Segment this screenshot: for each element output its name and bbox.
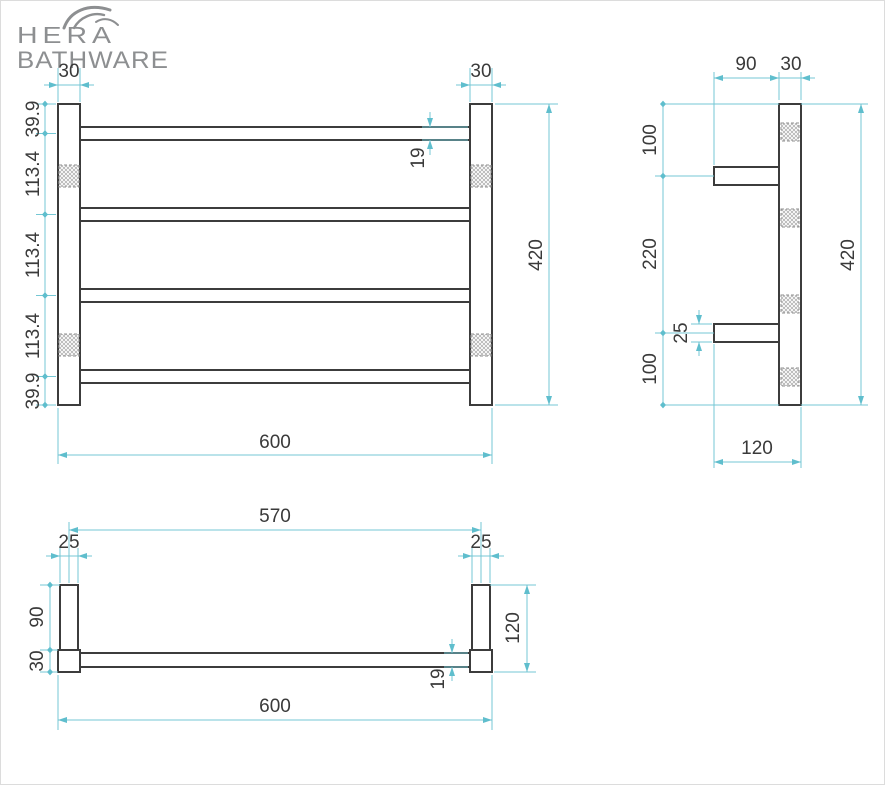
front-mount-bracket-hatch xyxy=(58,333,80,357)
front-mount-bracket-hatch xyxy=(470,333,492,357)
dim-front-left-post-width: 30 xyxy=(58,61,79,82)
dim-front-chain-2: 113.4 xyxy=(23,151,44,198)
bottom-right-post xyxy=(469,649,493,673)
bottom-view: 570 25 25 90 30 xyxy=(27,506,536,730)
front-left-post xyxy=(57,103,81,406)
front-mount-bracket-hatch xyxy=(58,164,80,188)
front-geometry xyxy=(57,103,493,406)
front-rail-2 xyxy=(79,207,471,222)
side-rail-section-hatch xyxy=(780,122,800,142)
dim-front-chain-3: 113.4 xyxy=(23,232,44,279)
side-view: 90 30 100 220 100 25 xyxy=(640,54,868,468)
front-dimensions: 30 30 39.9 113.4 113.4 113.4 xyxy=(23,61,558,464)
bottom-geometry xyxy=(57,584,493,673)
dim-side-chain-3: 100 xyxy=(640,353,661,385)
dim-side-arm-length: 90 xyxy=(735,54,756,75)
dim-side-arm-thickness: 25 xyxy=(671,322,692,343)
dim-bottom-right-arm-width: 25 xyxy=(470,532,491,553)
dim-front-overall-height: 420 xyxy=(526,239,547,271)
dim-front-chain-1: 39.9 xyxy=(23,101,44,138)
logo-swirl-icon xyxy=(72,13,106,30)
side-rail-section-hatch xyxy=(780,208,800,228)
logo-swirl-icon xyxy=(62,5,112,30)
dim-bottom-rail-diameter: 19 xyxy=(428,668,449,689)
front-mount-bracket-hatch xyxy=(470,164,492,188)
side-dimensions: 90 30 100 220 100 25 xyxy=(640,54,868,468)
front-view: 30 30 39.9 113.4 113.4 113.4 xyxy=(23,61,558,464)
dim-bottom-arm-length: 90 xyxy=(27,606,48,627)
dim-front-overall-width: 600 xyxy=(259,432,291,453)
side-rail-section-hatch xyxy=(780,367,800,387)
bottom-left-post xyxy=(57,649,81,673)
front-rail-3 xyxy=(79,288,471,303)
dim-side-overall-depth: 120 xyxy=(741,438,773,459)
brand-name-line2: BATHWARE xyxy=(17,47,169,74)
dim-bottom-post-depth: 30 xyxy=(27,650,48,671)
bottom-right-arm xyxy=(471,584,491,651)
dim-side-chain-2: 220 xyxy=(640,238,661,270)
bottom-left-arm xyxy=(59,584,79,651)
dim-bottom-arm-spacing: 570 xyxy=(259,506,291,527)
dim-bottom-overall-width: 600 xyxy=(259,696,291,717)
brand-name-line1: HERA xyxy=(17,22,116,48)
bottom-rail xyxy=(79,652,471,668)
side-rail-section-hatch xyxy=(780,294,800,314)
bottom-dimensions: 570 25 25 90 30 xyxy=(27,506,536,730)
dim-front-rail-diameter: 19 xyxy=(408,147,429,168)
side-geometry xyxy=(713,103,802,406)
dim-side-post-depth: 30 xyxy=(780,54,801,75)
brand-logo: HERA BATHWARE xyxy=(17,5,169,74)
dim-front-chain-5: 39.9 xyxy=(23,373,44,410)
dim-front-right-post-width: 30 xyxy=(470,61,491,82)
side-lower-arm xyxy=(713,323,780,343)
dim-bottom-left-arm-width: 25 xyxy=(58,532,79,553)
dim-bottom-overall-depth: 120 xyxy=(503,612,524,644)
side-post xyxy=(778,103,802,406)
dim-front-chain-4: 113.4 xyxy=(23,313,44,360)
front-rail-4 xyxy=(79,369,471,384)
side-upper-arm xyxy=(713,166,780,186)
front-rail-1 xyxy=(79,126,471,141)
dim-side-overall-height: 420 xyxy=(838,239,859,271)
front-right-post xyxy=(469,103,493,406)
logo-swirl-icon xyxy=(95,18,119,26)
dim-side-chain-1: 100 xyxy=(640,124,661,156)
